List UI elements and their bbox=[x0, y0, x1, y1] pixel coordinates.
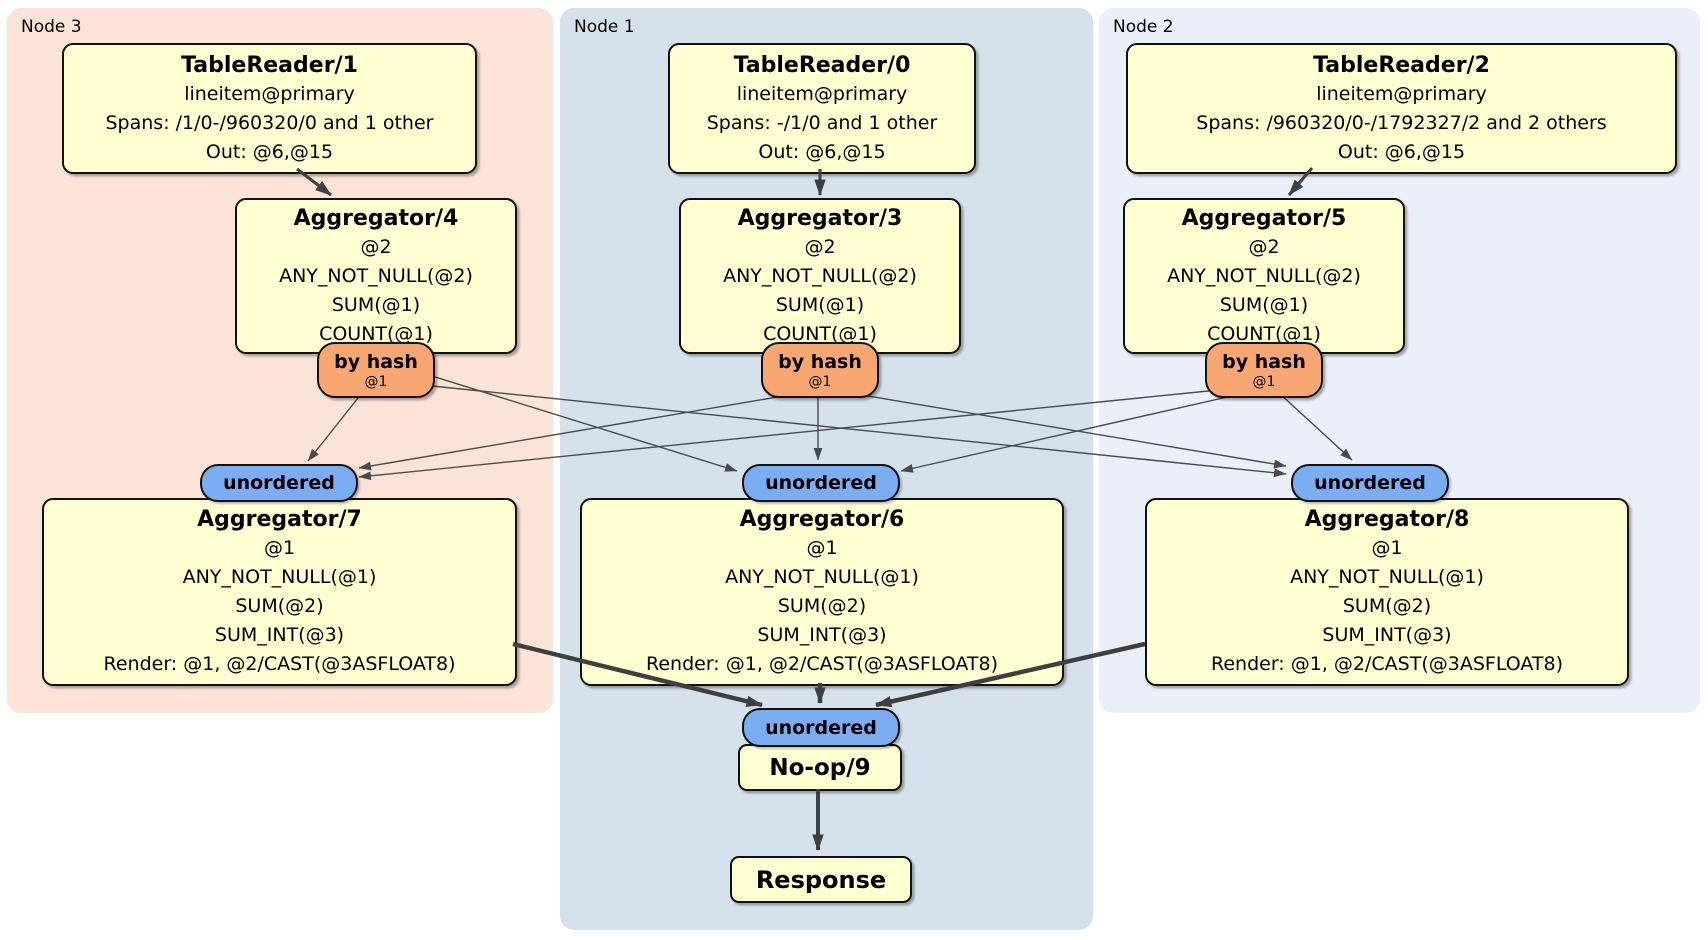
node-title: TableReader/0 bbox=[733, 52, 911, 78]
node-aggregator-7: Aggregator/7 @1 ANY_NOT_NULL(@1) SUM(@2)… bbox=[42, 498, 517, 686]
node-response: Response bbox=[730, 856, 912, 903]
node-detail: lineitem@primary bbox=[184, 82, 355, 105]
node-title: TableReader/2 bbox=[1313, 52, 1490, 78]
node-detail: SUM_INT(@3) bbox=[757, 624, 887, 646]
node-detail: @2 bbox=[360, 235, 392, 258]
node-detail: lineitem@primary bbox=[1316, 82, 1487, 105]
node-tablereader-1: TableReader/1 lineitem@primary Spans: /1… bbox=[62, 43, 477, 174]
node-detail: Render: @1, @2/CAST(@3ASFLOAT8) bbox=[1211, 653, 1563, 675]
node-detail: SUM(@2) bbox=[1342, 595, 1432, 617]
node-detail: ANY_NOT_NULL(@1) bbox=[182, 566, 377, 588]
sync-unordered-right: unordered bbox=[1291, 464, 1449, 502]
node-detail: SUM_INT(@3) bbox=[1322, 624, 1452, 646]
node-detail: Render: @1, @2/CAST(@3ASFLOAT8) bbox=[103, 653, 456, 675]
router-label: by hash bbox=[1222, 350, 1306, 373]
node-title: TableReader/1 bbox=[181, 52, 358, 78]
router-label: by hash bbox=[334, 350, 418, 373]
node-detail: ANY_NOT_NULL(@1) bbox=[1290, 566, 1484, 588]
node-detail: COUNT(@1) bbox=[319, 322, 433, 345]
node-title: Aggregator/3 bbox=[737, 205, 903, 231]
router-by-hash-5: by hash @1 bbox=[1205, 342, 1323, 398]
node-detail: COUNT(@1) bbox=[763, 322, 877, 345]
node-tablereader-2: TableReader/2 lineitem@primary Spans: /9… bbox=[1126, 43, 1677, 174]
node-aggregator-3: Aggregator/3 @2 ANY_NOT_NULL(@2) SUM(@1)… bbox=[679, 198, 961, 354]
node-detail: ANY_NOT_NULL(@2) bbox=[1167, 264, 1361, 287]
node-detail: SUM(@1) bbox=[1219, 293, 1309, 316]
node-detail: ANY_NOT_NULL(@2) bbox=[279, 264, 473, 287]
node-detail: SUM(@2) bbox=[777, 595, 867, 617]
node-detail: @2 bbox=[1248, 235, 1280, 258]
node-aggregator-8: Aggregator/8 @1 ANY_NOT_NULL(@1) SUM(@2)… bbox=[1145, 498, 1629, 686]
node-tablereader-0: TableReader/0 lineitem@primary Spans: -/… bbox=[668, 43, 976, 174]
node-detail: Out: @6,@15 bbox=[1337, 140, 1466, 163]
node-detail: Spans: /960320/0-/1792327/2 and 2 others bbox=[1196, 111, 1607, 134]
node-detail: COUNT(@1) bbox=[1207, 322, 1321, 345]
node-detail: @1 bbox=[1371, 537, 1403, 559]
panel-label: Node 3 bbox=[21, 17, 82, 37]
sync-unordered-left: unordered bbox=[200, 464, 358, 502]
node-title: Aggregator/6 bbox=[739, 507, 905, 532]
node-detail: SUM_INT(@3) bbox=[214, 624, 345, 646]
router-key: @1 bbox=[808, 373, 832, 390]
node-aggregator-4: Aggregator/4 @2 ANY_NOT_NULL(@2) SUM(@1)… bbox=[235, 198, 517, 354]
node-detail: @1 bbox=[263, 537, 296, 559]
node-detail: ANY_NOT_NULL(@1) bbox=[725, 566, 919, 588]
node-detail: Out: @6,@15 bbox=[758, 140, 886, 163]
node-detail: SUM(@1) bbox=[775, 293, 865, 316]
node-detail: Spans: -/1/0 and 1 other bbox=[706, 111, 938, 134]
router-by-hash-3: by hash @1 bbox=[761, 342, 879, 398]
node-title: Aggregator/5 bbox=[1181, 205, 1347, 231]
node-title: Aggregator/7 bbox=[197, 507, 362, 532]
sync-unordered-middle: unordered bbox=[742, 464, 900, 502]
router-key: @1 bbox=[364, 373, 388, 390]
node-detail: Render: @1, @2/CAST(@3ASFLOAT8) bbox=[646, 653, 998, 675]
node-aggregator-5: Aggregator/5 @2 ANY_NOT_NULL(@2) SUM(@1)… bbox=[1123, 198, 1405, 354]
node-detail: Out: @6,@15 bbox=[205, 140, 334, 163]
panel-label: Node 2 bbox=[1113, 17, 1174, 37]
node-detail: SUM(@2) bbox=[235, 595, 324, 617]
node-aggregator-6: Aggregator/6 @1 ANY_NOT_NULL(@1) SUM(@2)… bbox=[580, 498, 1064, 686]
node-title: Aggregator/4 bbox=[293, 205, 459, 231]
router-label: by hash bbox=[778, 350, 862, 373]
node-detail: @1 bbox=[806, 537, 838, 559]
node-title: Aggregator/8 bbox=[1304, 507, 1470, 532]
node-detail: ANY_NOT_NULL(@2) bbox=[723, 264, 917, 287]
sync-unordered-bottom: unordered bbox=[742, 708, 900, 747]
node-detail: Spans: /1/0-/960320/0 and 1 other bbox=[105, 111, 434, 134]
router-by-hash-4: by hash @1 bbox=[317, 342, 435, 398]
router-key: @1 bbox=[1252, 373, 1276, 390]
node-detail: SUM(@1) bbox=[331, 293, 421, 316]
node-detail: @2 bbox=[804, 235, 836, 258]
panel-label: Node 1 bbox=[574, 17, 635, 37]
node-noop-9: No-op/9 bbox=[738, 744, 902, 791]
node-detail: lineitem@primary bbox=[736, 82, 908, 105]
